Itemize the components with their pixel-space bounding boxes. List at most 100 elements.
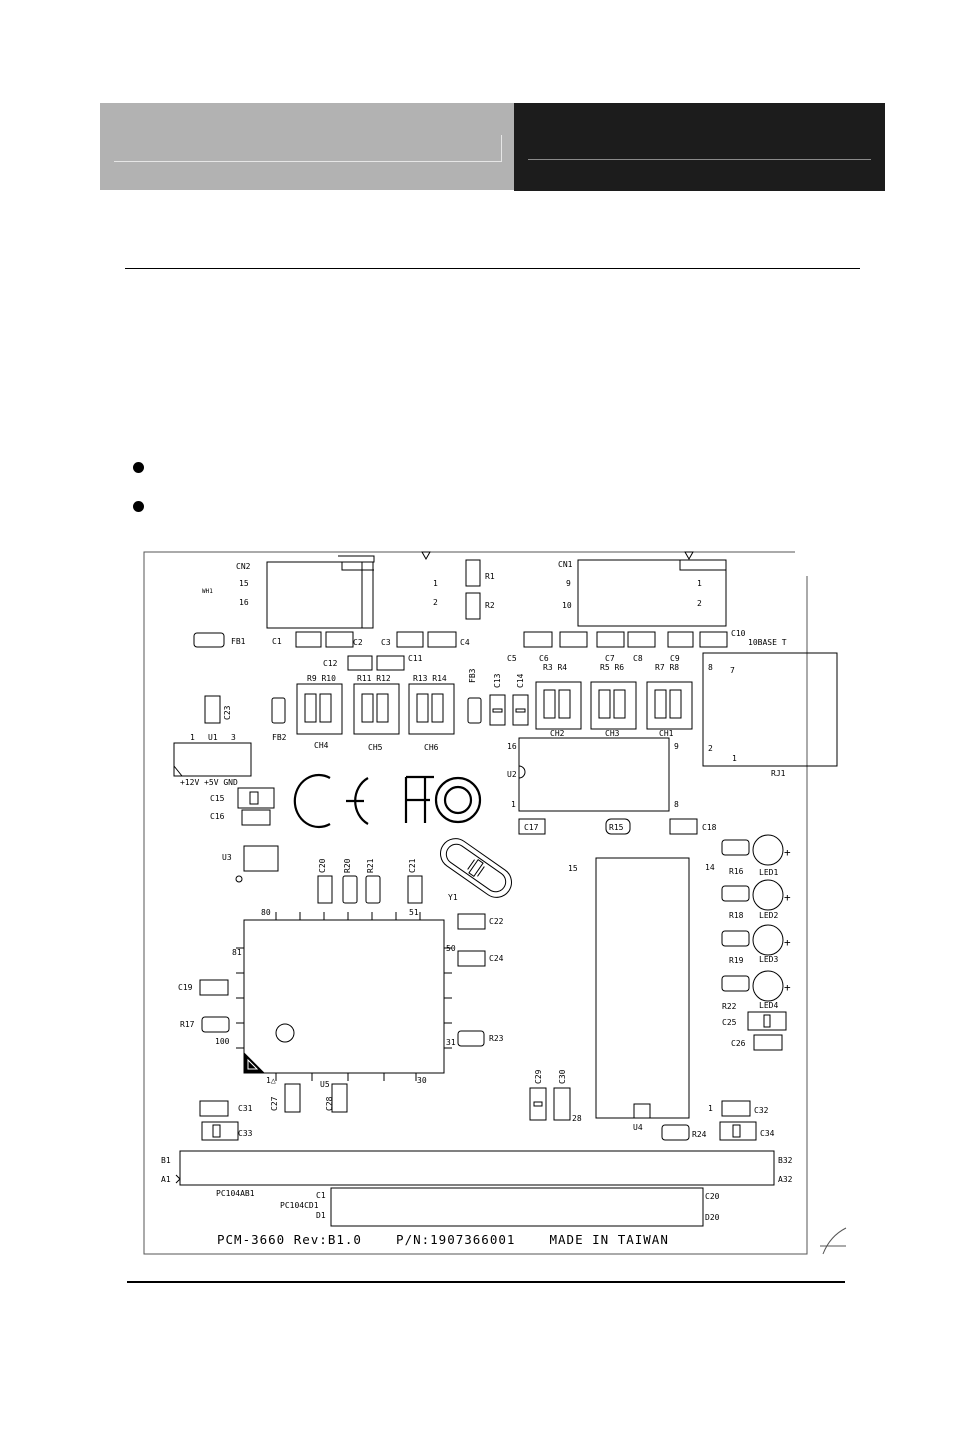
u5-body [243, 919, 445, 1074]
svg-text:3: 3 [231, 733, 236, 742]
svg-text:C9: C9 [670, 654, 680, 663]
svg-text:7: 7 [730, 666, 735, 675]
svg-text:C15: C15 [210, 794, 225, 803]
svg-text:FB2: FB2 [272, 733, 287, 742]
svg-text:R18: R18 [729, 911, 744, 920]
svg-text:LED1: LED1 [759, 868, 778, 877]
svg-text:U1: U1 [208, 733, 218, 742]
svg-text:2: 2 [433, 598, 438, 607]
svg-text:D1: D1 [316, 1211, 326, 1220]
svg-text:R11 R12: R11 R12 [357, 674, 391, 683]
svg-text:FB3: FB3 [468, 668, 477, 683]
svg-text:C21: C21 [408, 858, 417, 873]
u4-body [595, 857, 690, 1119]
svg-text:C4: C4 [460, 638, 470, 647]
svg-text:16: 16 [507, 742, 517, 751]
u2-body [518, 737, 670, 812]
svg-text:R2: R2 [485, 601, 495, 610]
svg-text:C5: C5 [507, 654, 517, 663]
svg-text:A32: A32 [778, 1175, 793, 1184]
svg-text:C27: C27 [270, 1096, 279, 1111]
svg-text:C29: C29 [534, 1069, 543, 1084]
svg-text:9: 9 [674, 742, 679, 751]
svg-text:1△: 1△ [266, 1076, 276, 1085]
svg-text:LED2: LED2 [759, 911, 778, 920]
svg-text:C22: C22 [489, 917, 504, 926]
svg-text:C1: C1 [316, 1191, 326, 1200]
svg-text:28: 28 [572, 1114, 582, 1123]
svg-text:C1: C1 [272, 637, 282, 646]
svg-text:C13: C13 [493, 673, 502, 688]
svg-text:C16: C16 [210, 812, 225, 821]
svg-text:CH1: CH1 [659, 729, 674, 738]
header-band-left [100, 103, 514, 190]
svg-text:CN1: CN1 [558, 560, 573, 569]
svg-text:U2: U2 [507, 770, 517, 779]
header-left-rule [114, 161, 502, 162]
svg-text:CN2: CN2 [236, 562, 251, 571]
svg-text:A1: A1 [161, 1175, 171, 1184]
svg-text:CH3: CH3 [605, 729, 620, 738]
header-band-right [514, 103, 885, 191]
svg-text:C34: C34 [760, 1129, 775, 1138]
svg-text:Y1: Y1 [448, 893, 458, 902]
svg-text:8: 8 [708, 663, 713, 672]
svg-text:RJ1: RJ1 [771, 769, 786, 778]
svg-text:1: 1 [433, 579, 438, 588]
svg-text:CH6: CH6 [424, 743, 439, 752]
svg-text:16: 16 [239, 598, 249, 607]
svg-text:15: 15 [568, 864, 578, 873]
svg-text:1: 1 [697, 579, 702, 588]
board-silkscreen: PCM-3660 Rev:B1.0 P/N:1907366001 MADE IN… [217, 1232, 669, 1247]
svg-text:+: + [784, 981, 791, 994]
svg-text:R24: R24 [692, 1130, 707, 1139]
svg-text:R23: R23 [489, 1034, 504, 1043]
svg-text:C2: C2 [353, 638, 363, 647]
svg-text:U3: U3 [222, 853, 232, 862]
svg-text:R9 R10: R9 R10 [307, 674, 336, 683]
svg-text:PC104AB1: PC104AB1 [216, 1189, 255, 1198]
svg-text:R19: R19 [729, 956, 744, 965]
svg-text:C3: C3 [381, 638, 391, 647]
svg-text:CH2: CH2 [550, 729, 565, 738]
header-right-rule [528, 159, 871, 160]
pc104ab1-body [179, 1150, 775, 1186]
svg-text:C31: C31 [238, 1104, 253, 1113]
svg-text:R1: R1 [485, 572, 495, 581]
svg-text:C6: C6 [539, 654, 549, 663]
svg-text:R20: R20 [343, 858, 352, 873]
svg-text:PC104CD1: PC104CD1 [280, 1201, 319, 1210]
svg-text:CH4: CH4 [314, 741, 329, 750]
cn2-body [266, 561, 374, 629]
svg-text:C30: C30 [558, 1069, 567, 1084]
svg-text:FB1: FB1 [231, 637, 246, 646]
svg-text:30: 30 [417, 1076, 427, 1085]
rj1-body [702, 652, 838, 767]
svg-text:B1: B1 [161, 1156, 171, 1165]
u1-body [173, 742, 252, 777]
bullet-2 [133, 501, 144, 512]
svg-text:C25: C25 [722, 1018, 737, 1027]
cn1-body [577, 559, 727, 627]
svg-text:R13 R14: R13 R14 [413, 674, 447, 683]
power-label: +12V +5V GND [180, 778, 238, 787]
svg-text:51: 51 [409, 908, 419, 917]
svg-text:C12: C12 [323, 659, 338, 668]
svg-text:R16: R16 [729, 867, 744, 876]
svg-text:10BASE T: 10BASE T [748, 638, 787, 647]
svg-text:C23: C23 [223, 705, 232, 720]
svg-text:R7 R8: R7 R8 [655, 663, 679, 672]
svg-text:1: 1 [511, 800, 516, 809]
svg-text:C14: C14 [516, 673, 525, 688]
svg-text:C11: C11 [408, 654, 423, 663]
svg-text:C7: C7 [605, 654, 615, 663]
svg-text:C19: C19 [178, 983, 193, 992]
svg-text:C33: C33 [238, 1129, 253, 1138]
svg-text:C24: C24 [489, 954, 504, 963]
svg-text:2: 2 [697, 599, 702, 608]
svg-text:C17: C17 [524, 823, 539, 832]
svg-text:R17: R17 [180, 1020, 195, 1029]
svg-text:R15: R15 [609, 823, 624, 832]
